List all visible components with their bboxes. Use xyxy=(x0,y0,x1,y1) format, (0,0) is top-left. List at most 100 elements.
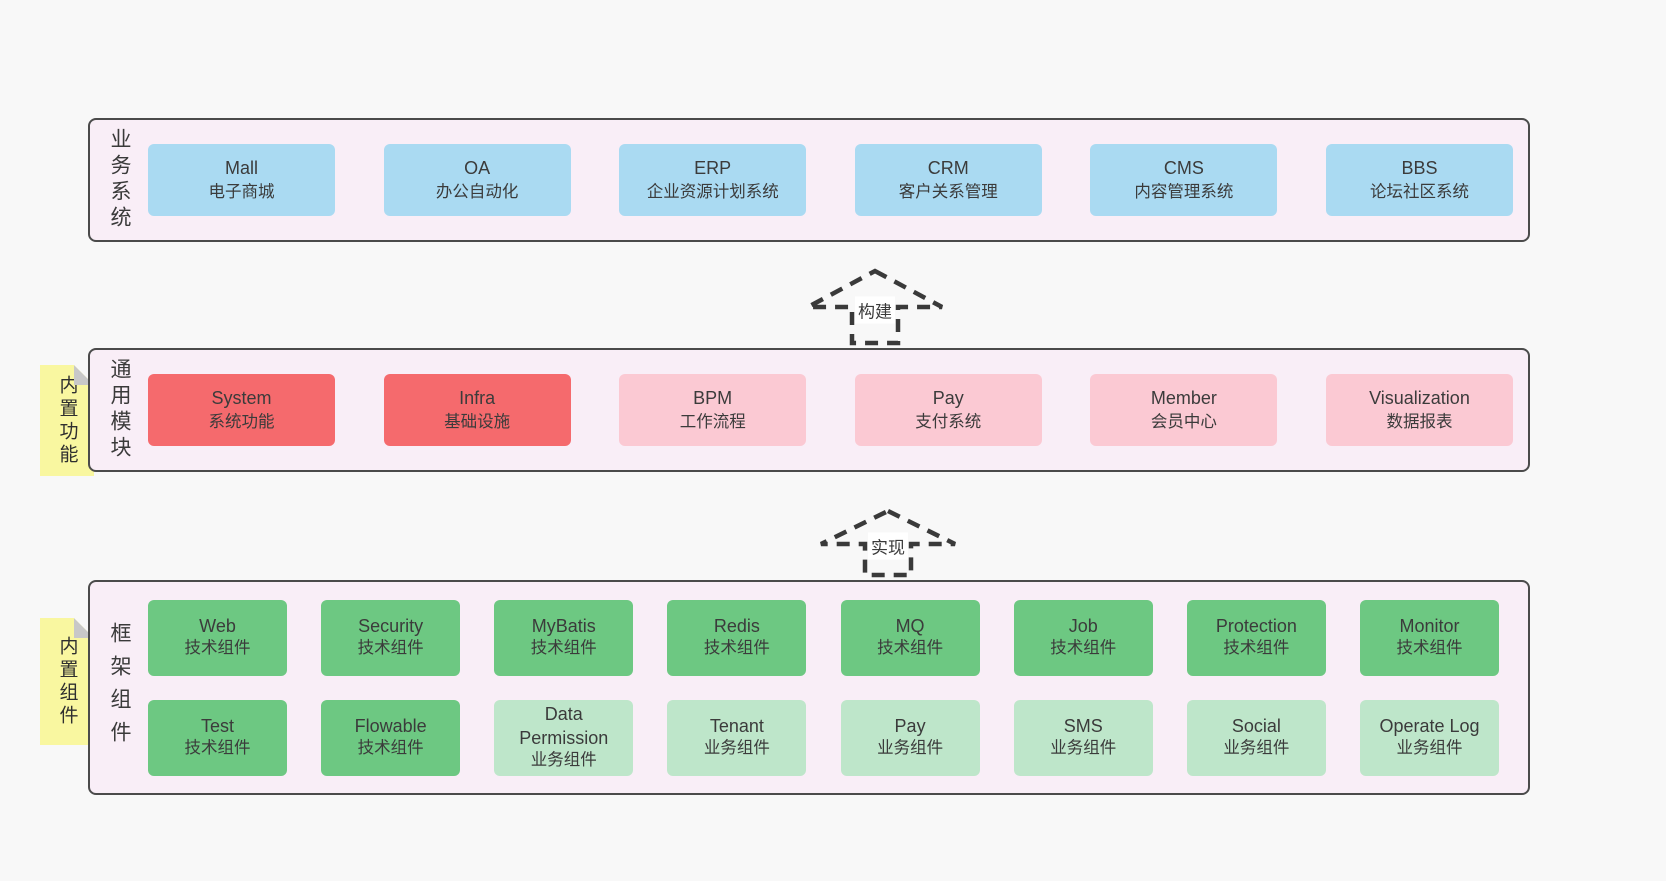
band-label-framework-components: 框架组件 xyxy=(108,621,131,754)
box-name: Redis xyxy=(713,616,760,637)
box-desc: 论坛社区系统 xyxy=(1369,183,1469,202)
band-rows: Web 技术组件 Security 技术组件 MyBatis 技术组件 Redi… xyxy=(148,599,1528,776)
box-desc: 技术组件 xyxy=(1223,639,1290,658)
box-system: System 系统功能 xyxy=(148,374,335,446)
box-name: MQ xyxy=(895,616,925,637)
box-desc: 业务组件 xyxy=(703,739,770,758)
box-bpm: BPM 工作流程 xyxy=(619,374,807,446)
band-boxes: System 系统功能 Infra 基础设施 BPM 工作流程 Pay 支付系统… xyxy=(148,374,1528,446)
box-desc: 数据报表 xyxy=(1386,413,1453,432)
box-desc: 企业资源计划系统 xyxy=(646,183,779,202)
box-job: Job 技术组件 xyxy=(1013,599,1153,676)
box-visualization: Visualization 数据报表 xyxy=(1325,374,1513,446)
box-name: Test xyxy=(200,716,234,737)
box-desc: 办公自动化 xyxy=(435,183,519,202)
box-desc: 技术组件 xyxy=(1396,639,1463,658)
box-desc: 内容管理系统 xyxy=(1134,183,1234,202)
box-pay-component: Pay 业务组件 xyxy=(840,699,980,776)
box-desc: 业务组件 xyxy=(530,751,597,770)
box-security: Security 技术组件 xyxy=(321,599,461,676)
box-desc: 技术组件 xyxy=(184,739,251,758)
box-tenant: Tenant 业务组件 xyxy=(667,699,807,776)
box-desc: 基础设施 xyxy=(444,413,511,432)
box-name: Visualization xyxy=(1369,387,1470,408)
box-desc: 工作流程 xyxy=(679,413,746,432)
box-name: MyBatis xyxy=(531,616,596,637)
box-name: OA xyxy=(464,157,491,178)
box-infra: Infra 基础设施 xyxy=(383,374,571,446)
box-name: Tenant xyxy=(709,716,764,737)
box-desc: 业务组件 xyxy=(1396,739,1463,758)
box-desc: 会员中心 xyxy=(1150,413,1217,432)
box-name: System xyxy=(211,387,272,408)
box-name: Pay xyxy=(894,716,926,737)
sticky-note-label: 内置功能 xyxy=(56,374,78,467)
box-cms: CMS 内容管理系统 xyxy=(1090,144,1278,216)
box-name: Operate Log xyxy=(1379,716,1480,737)
box-pay-system: Pay 支付系统 xyxy=(854,374,1042,446)
box-desc: 业务组件 xyxy=(877,739,944,758)
box-desc: 业务组件 xyxy=(1223,739,1290,758)
box-name: BBS xyxy=(1401,157,1438,178)
box-name: Member xyxy=(1150,387,1217,408)
band-business-systems: 业务系统 Mall 电子商城 OA 办公自动化 ERP 企业资源计划系统 CRM… xyxy=(88,118,1530,242)
box-mybatis: MyBatis 技术组件 xyxy=(494,599,634,676)
box-name: CRM xyxy=(927,157,969,178)
box-operate-log: Operate Log 业务组件 xyxy=(1359,699,1499,776)
dashed-up-arrow-icon xyxy=(806,268,944,346)
box-crm: CRM 客户关系管理 xyxy=(854,144,1042,216)
box-desc: 技术组件 xyxy=(1050,639,1117,658)
box-desc: 技术组件 xyxy=(877,639,944,658)
box-member: Member 会员中心 xyxy=(1090,374,1278,446)
box-redis: Redis 技术组件 xyxy=(667,599,807,676)
box-name: Pay xyxy=(932,387,964,408)
box-bbs: BBS 论坛社区系统 xyxy=(1325,144,1513,216)
arrow-label-implement: 实现 xyxy=(868,532,908,560)
box-desc: 业务组件 xyxy=(1050,739,1117,758)
box-data-permission: Data Permission 业务组件 xyxy=(494,699,634,776)
box-name: Security xyxy=(358,616,424,637)
sticky-note-label: 内置组件 xyxy=(56,635,78,728)
box-name: Data Permission xyxy=(519,704,609,748)
arrow-label-build: 构建 xyxy=(855,296,895,324)
box-name: SMS xyxy=(1063,716,1103,737)
box-name: Job xyxy=(1068,616,1098,637)
box-desc: 技术组件 xyxy=(530,639,597,658)
sticky-note-builtin-components: 内置组件 xyxy=(40,618,94,745)
box-name: Web xyxy=(199,616,236,637)
box-desc: 支付系统 xyxy=(915,413,982,432)
band-common-modules: 通用模块 System 系统功能 Infra 基础设施 BPM 工作流程 Pay… xyxy=(88,348,1530,472)
box-oa: OA 办公自动化 xyxy=(383,144,571,216)
box-name: BPM xyxy=(693,387,733,408)
box-mq: MQ 技术组件 xyxy=(840,599,980,676)
box-desc: 技术组件 xyxy=(184,639,251,658)
tech-components-row: Web 技术组件 Security 技术组件 MyBatis 技术组件 Redi… xyxy=(148,599,1499,676)
box-name: CMS xyxy=(1163,157,1204,178)
box-name: Infra xyxy=(459,387,496,408)
box-name: Social xyxy=(1231,716,1281,737)
box-test: Test 技术组件 xyxy=(148,699,287,776)
box-protection: Protection 技术组件 xyxy=(1186,599,1326,676)
band-boxes: Mall 电子商城 OA 办公自动化 ERP 企业资源计划系统 CRM 客户关系… xyxy=(148,144,1528,216)
box-flowable: Flowable 技术组件 xyxy=(321,699,461,776)
box-web: Web 技术组件 xyxy=(148,599,287,676)
build-arrow: 构建 xyxy=(805,268,945,346)
box-erp: ERP 企业资源计划系统 xyxy=(619,144,807,216)
box-name: Flowable xyxy=(354,716,427,737)
box-name: ERP xyxy=(694,157,732,178)
box-mall: Mall 电子商城 xyxy=(148,144,335,216)
band-framework-components: 框架组件 Web 技术组件 Security 技术组件 MyBatis 技术组件… xyxy=(88,580,1530,795)
biz-components-row: Test 技术组件 Flowable 技术组件 Data Permission … xyxy=(148,699,1499,776)
box-desc: 技术组件 xyxy=(357,639,424,658)
box-desc: 技术组件 xyxy=(357,739,424,758)
box-desc: 技术组件 xyxy=(703,639,770,658)
implement-arrow: 实现 xyxy=(818,508,958,578)
box-name: Monitor xyxy=(1399,616,1460,637)
box-desc: 系统功能 xyxy=(208,413,275,432)
band-label-business-systems: 业务系统 xyxy=(108,128,131,232)
sticky-note-builtin-features: 内置功能 xyxy=(40,365,94,476)
box-monitor: Monitor 技术组件 xyxy=(1359,599,1499,676)
box-desc: 电子商城 xyxy=(208,183,275,202)
band-label-common-modules: 通用模块 xyxy=(108,358,131,462)
